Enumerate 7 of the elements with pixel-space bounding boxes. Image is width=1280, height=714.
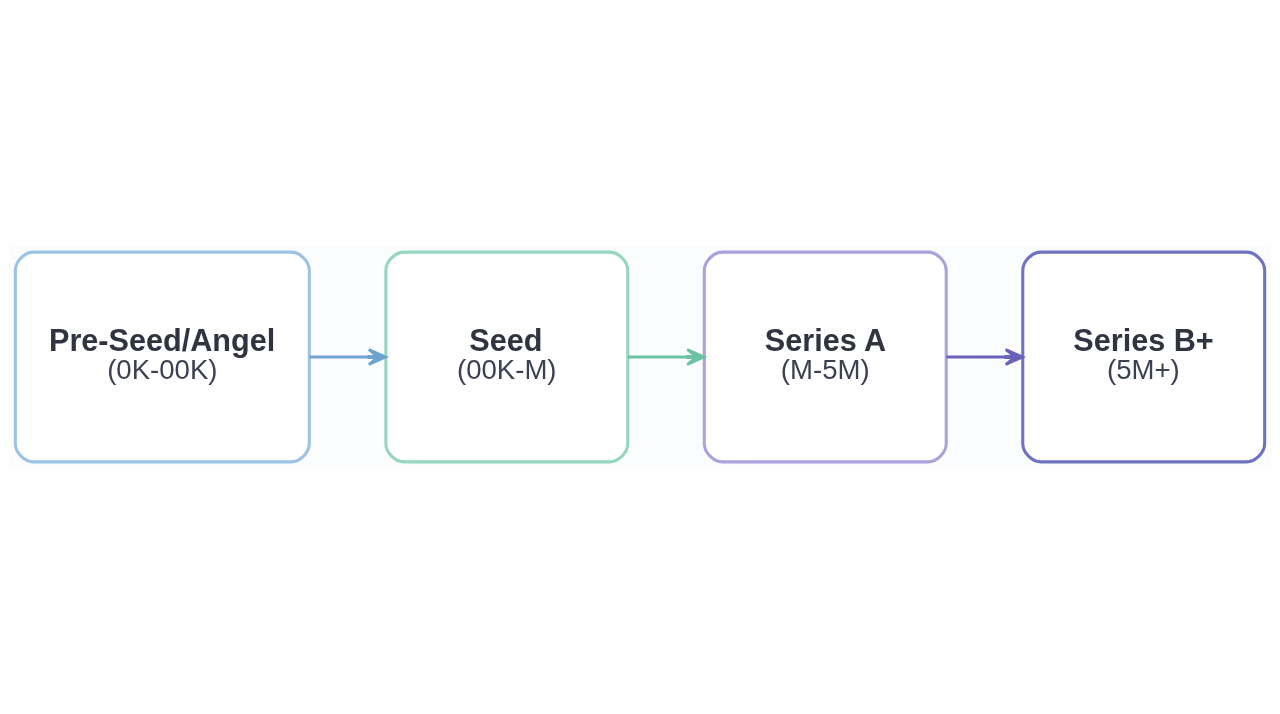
- node-box: Series B+ (5M+): [1021, 250, 1267, 464]
- node-box: Seed (00K-M): [384, 250, 630, 464]
- arrow: [309, 348, 388, 366]
- node-box: Series A (M-5M): [702, 250, 948, 464]
- node-box: Pre-Seed/Angel (0K-00K): [13, 250, 311, 464]
- arrow: [946, 348, 1024, 366]
- arrow: [628, 348, 706, 366]
